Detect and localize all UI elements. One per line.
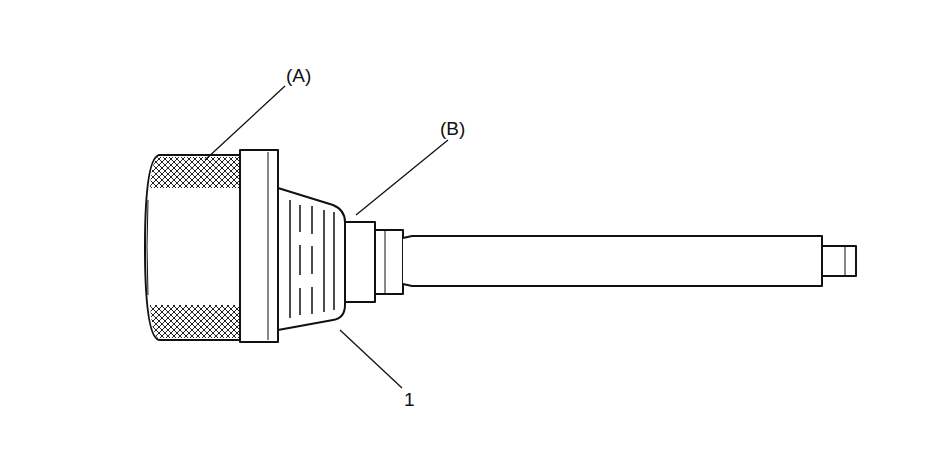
part-label: (B): [440, 119, 465, 138]
callout-number: 1: [404, 390, 415, 409]
part-label: (A): [286, 66, 311, 85]
